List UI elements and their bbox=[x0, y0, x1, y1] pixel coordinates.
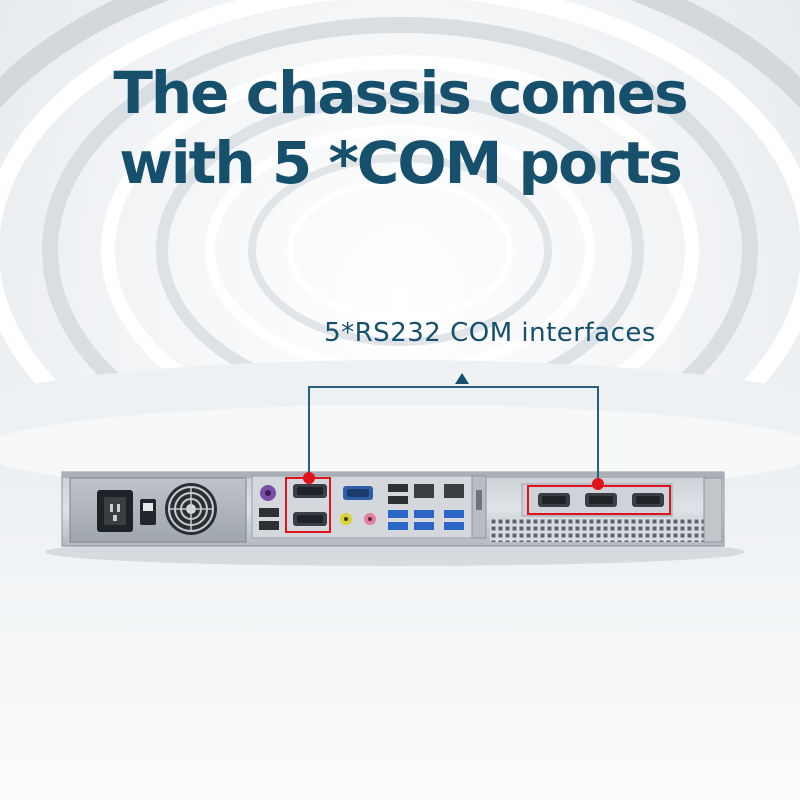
headline-line-1: The chassis comes bbox=[113, 59, 688, 127]
right-com-marker bbox=[592, 478, 604, 490]
headline-line-2: with 5 *COM ports bbox=[119, 129, 683, 197]
headline: The chassis comes with 5 *COM ports bbox=[0, 58, 800, 198]
callout-arrow-icon bbox=[455, 373, 469, 384]
left-com-marker bbox=[303, 472, 315, 484]
left-com-highlight bbox=[285, 477, 331, 533]
right-com-highlight bbox=[527, 485, 671, 515]
callout-bracket-line bbox=[308, 386, 599, 478]
callout-label: 5*RS232 COM interfaces bbox=[324, 318, 656, 348]
